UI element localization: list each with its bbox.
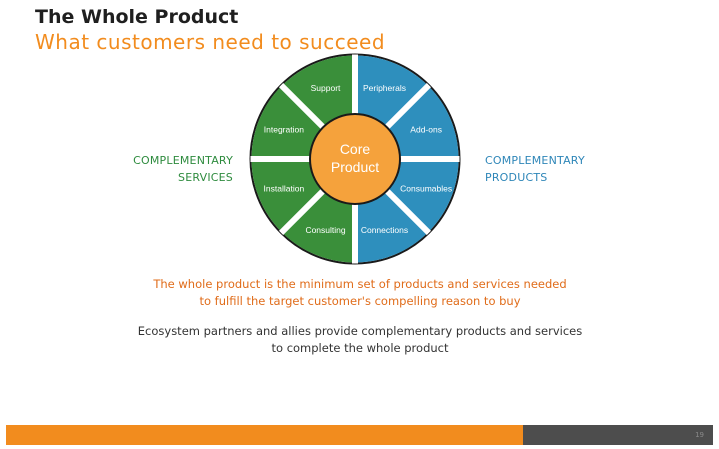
ecosystem-statement: Ecosystem partners and allies provide co… — [100, 323, 620, 357]
services-label-line-2: SERVICES — [178, 171, 233, 184]
core-label-line-2: Product — [331, 159, 379, 175]
slide-subtitle: What customers need to succeed — [35, 30, 386, 54]
segment-label-connections: Connections — [361, 225, 408, 235]
whole-product-wheel: PeripheralsAdd-onsConsumablesConnections… — [249, 53, 461, 265]
definition-line-1: The whole product is the minimum set of … — [153, 277, 567, 291]
footer-gray-bar — [523, 425, 713, 445]
segment-label-add-ons: Add-ons — [410, 125, 442, 135]
ecosystem-line-1: Ecosystem partners and allies provide co… — [137, 324, 583, 338]
core-product-circle — [309, 113, 401, 205]
whole-product-definition: The whole product is the minimum set of … — [100, 276, 620, 310]
wheel-segment-labels: PeripheralsAdd-onsConsumablesConnections… — [264, 83, 453, 235]
services-label-line-1: COMPLEMENTARY — [133, 154, 233, 167]
products-label-line-1: COMPLEMENTARY — [485, 154, 585, 167]
complementary-services-label: COMPLEMENTARY SERVICES — [110, 152, 233, 186]
segment-label-peripherals: Peripherals — [363, 83, 406, 93]
page-number: 19 — [695, 431, 704, 439]
segment-label-integration: Integration — [264, 125, 304, 135]
segment-label-support: Support — [311, 83, 341, 93]
products-label-line-2: PRODUCTS — [485, 171, 548, 184]
footer-orange-bar — [6, 425, 523, 445]
ecosystem-line-2: to complete the whole product — [271, 341, 449, 355]
definition-line-2: to fulfill the target customer's compell… — [199, 294, 521, 308]
segment-label-consulting: Consulting — [305, 225, 345, 235]
segment-label-installation: Installation — [264, 183, 305, 193]
core-label-line-1: Core — [340, 141, 371, 157]
slide-title: The Whole Product — [35, 6, 239, 28]
complementary-products-label: COMPLEMENTARY PRODUCTS — [485, 152, 615, 186]
segment-label-consumables: Consumables — [400, 183, 452, 193]
